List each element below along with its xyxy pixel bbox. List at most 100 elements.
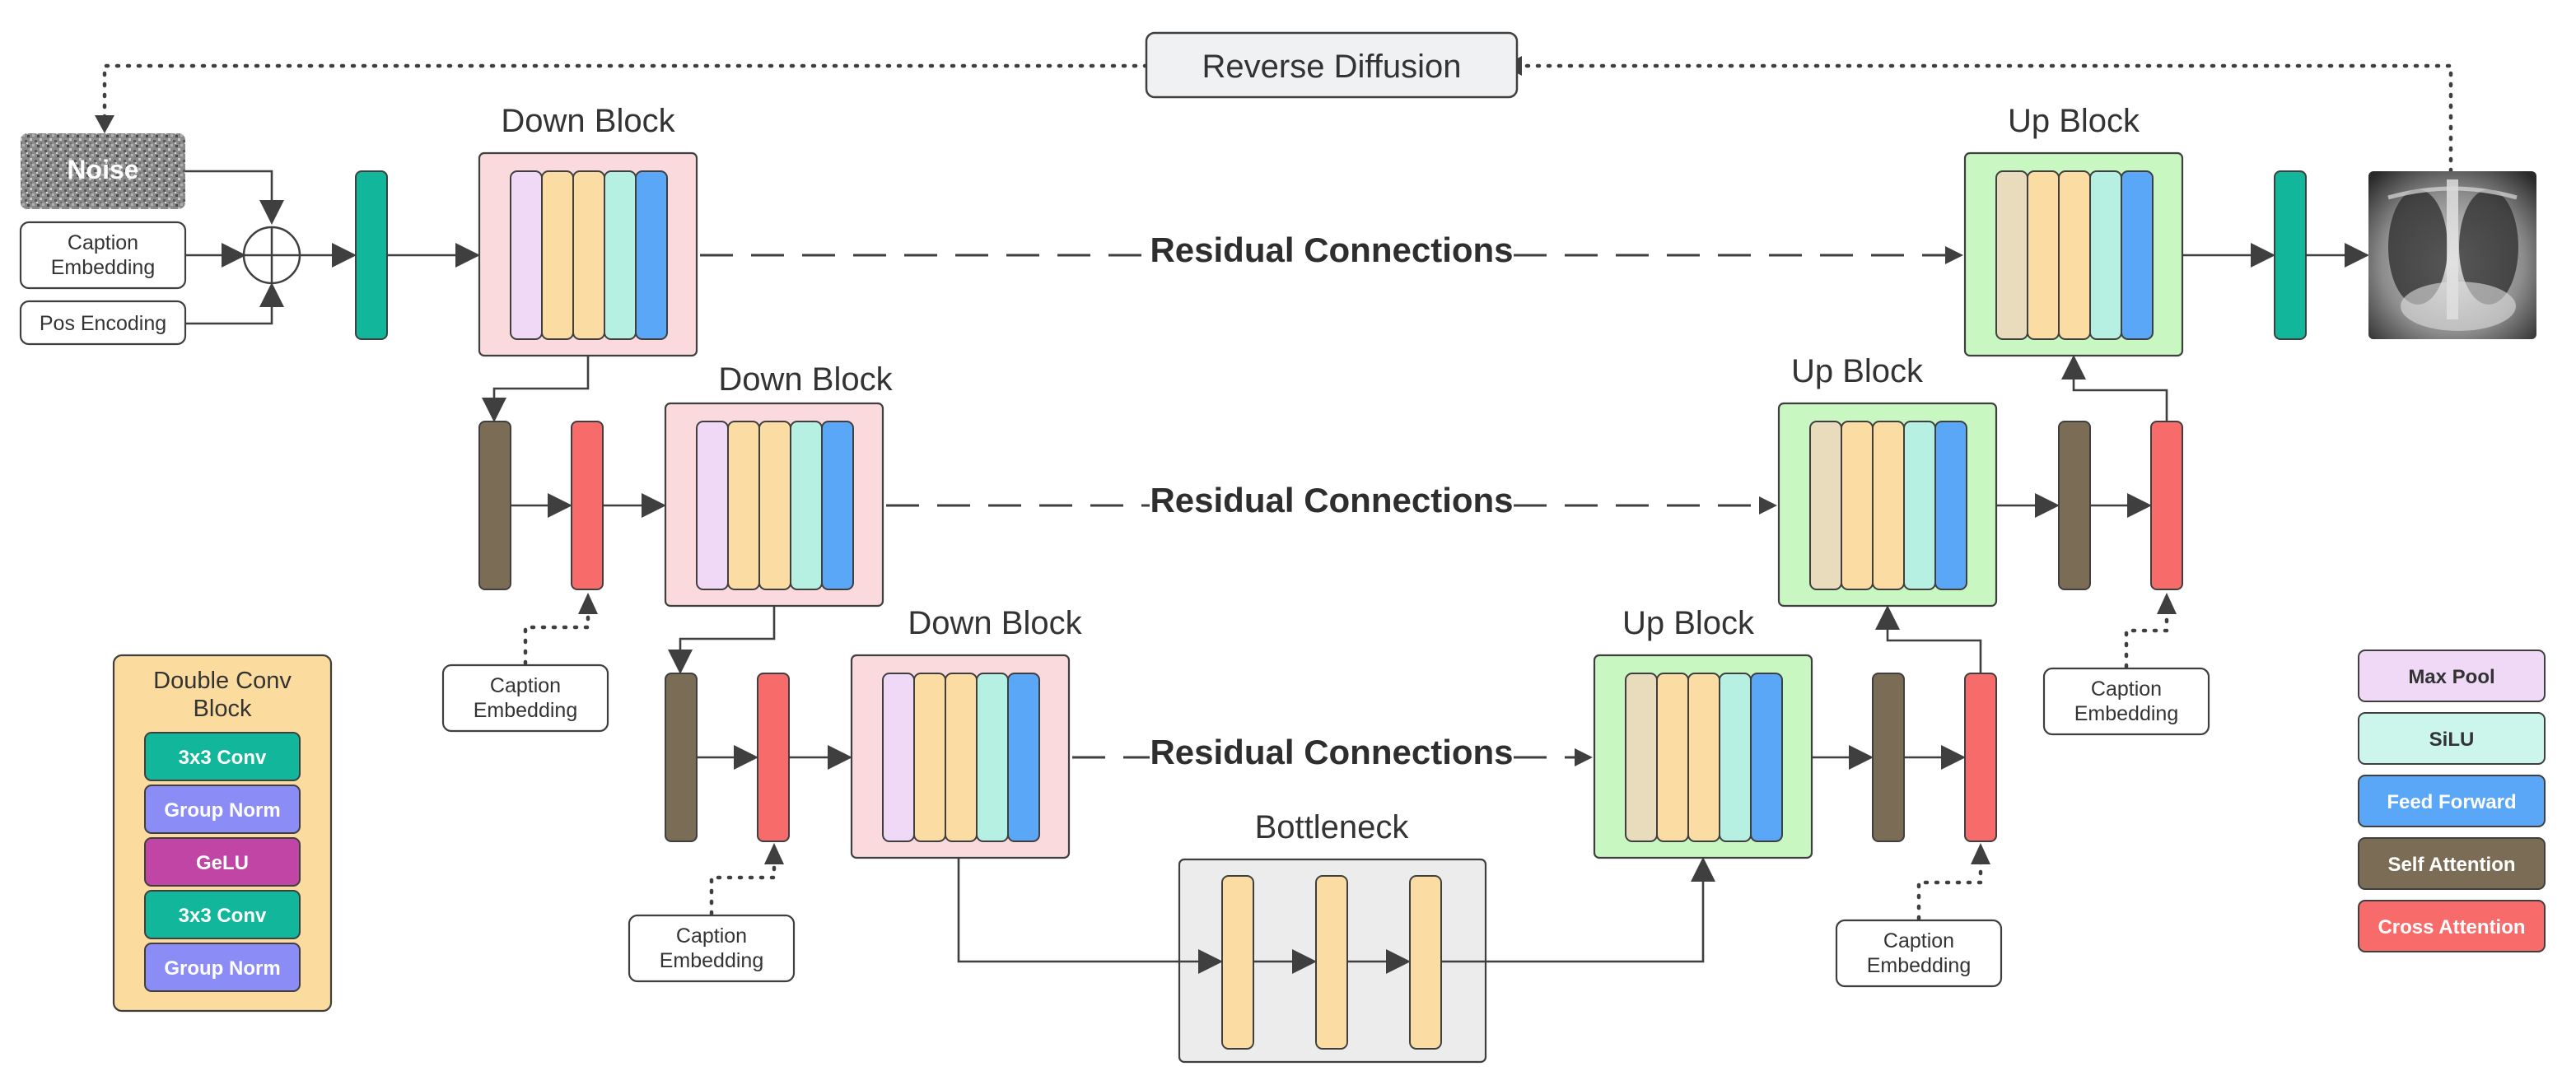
self-attention-layer — [2058, 421, 2091, 590]
double-conv-layer — [541, 170, 574, 340]
feed-forward-layer — [1934, 421, 1967, 590]
double-conv-layer — [1221, 875, 1254, 1050]
double-conv-layer — [2058, 170, 2091, 340]
output-path — [2182, 170, 2369, 340]
legend-label-silu: SiLU — [2429, 729, 2475, 751]
caption-embedding-box-1 — [441, 664, 609, 733]
double-conv-layer — [913, 673, 946, 842]
double-conv-group-norm-layer-2 — [144, 785, 301, 834]
down-block-2-title: Down Block — [718, 361, 893, 398]
double-conv-conv-layer-label-4: 3x3 Conv — [179, 905, 267, 927]
feed-forward-layer — [821, 421, 854, 590]
silu-layer — [790, 421, 823, 590]
feed-forward-layer — [635, 170, 668, 340]
down-path-level-3 — [665, 606, 852, 916]
legend-swatch-feed-forward — [2358, 775, 2546, 827]
up-block-2-layers — [1809, 421, 1967, 590]
chest-xray-output-image — [2368, 171, 2536, 339]
double-conv-conv-layer-label-1: 3x3 Conv — [179, 747, 267, 769]
legend-label-self-attention: Self Attention — [2387, 854, 2515, 876]
double-conv-layer — [1315, 875, 1348, 1050]
legend-label-cross-attention: Cross Attention — [2378, 916, 2525, 938]
double-conv-layer — [1872, 421, 1905, 590]
bottleneck-layers — [957, 857, 1715, 1050]
legend-label-max-pool: Max Pool — [2408, 666, 2494, 688]
down-block-1-layers — [510, 170, 668, 340]
legend-swatch-max-pool — [2358, 650, 2546, 702]
double-conv-conv-layer-4 — [144, 890, 301, 939]
reverse-diffusion-label: Reverse Diffusion — [1202, 49, 1462, 85]
cross-attention-layer — [571, 421, 604, 590]
double-conv-gelu-layer-3 — [144, 837, 301, 887]
output-conv-layer — [2274, 170, 2307, 340]
residual-connections-label-1: Residual Connections — [1150, 231, 1513, 269]
self-attention-layer — [1872, 673, 1905, 842]
caption-embedding-box-3 — [1835, 919, 2003, 988]
up-path-level-2 — [1996, 355, 2183, 669]
feed-forward-layer — [1750, 673, 1783, 842]
up-path-level-3 — [1812, 605, 1997, 921]
max-pool-layer — [882, 673, 915, 842]
bottleneck-title: Bottleneck — [1255, 809, 1410, 845]
double-conv-group-norm-layer-label-5: Group Norm — [164, 957, 280, 980]
double-conv-layer — [945, 673, 978, 842]
cross-attention-layer — [757, 673, 790, 842]
down-block-1-title: Down Block — [501, 103, 675, 139]
double-conv-layer — [1841, 421, 1874, 590]
self-attention-layer — [478, 421, 511, 590]
noise-image — [21, 133, 185, 209]
silu-layer — [2089, 170, 2122, 340]
double-conv-layer — [758, 421, 791, 590]
legend-swatch-silu — [2358, 712, 2546, 765]
double-conv-group-norm-layer-5 — [144, 943, 301, 992]
input-conv-layer — [355, 170, 388, 340]
add-operator-icon — [242, 226, 301, 285]
feed-forward-layer — [2121, 170, 2154, 340]
feed-forward-layer — [1007, 673, 1040, 842]
double-conv-layer — [1656, 673, 1689, 842]
up-block-3-layers — [1625, 673, 1783, 842]
pos-encoding-label: Pos Encoding — [40, 312, 166, 335]
silu-layer — [1719, 673, 1752, 842]
up-block-1-layers — [1995, 170, 2154, 340]
silu-layer — [1903, 421, 1936, 590]
noise-label: Noise — [67, 155, 138, 184]
double-conv-layer — [2027, 170, 2060, 340]
down-block-3-layers — [882, 673, 1040, 842]
upsample-layer — [1809, 421, 1842, 590]
residual-connection-2 — [886, 496, 1777, 515]
input-connectors — [185, 170, 357, 325]
cross-attention-layer — [1964, 673, 1997, 842]
legend-label-feed-forward: Feed Forward — [2387, 791, 2516, 813]
double-conv-conv-layer-1 — [144, 732, 301, 781]
residual-connections-label-2: Residual Connections — [1150, 481, 1513, 519]
up-block-3-title: Up Block — [1622, 605, 1755, 641]
caption-embedding-box-4 — [2042, 667, 2210, 736]
cross-attention-layer — [2150, 421, 2183, 590]
down-block-3-title: Down Block — [908, 605, 1082, 641]
upsample-layer — [1625, 673, 1658, 842]
caption-embedding-box-2 — [628, 914, 796, 983]
max-pool-layer — [696, 421, 729, 590]
self-attention-layer — [665, 673, 698, 842]
double-conv-layer — [1687, 673, 1720, 842]
down-block-2-layers — [696, 421, 854, 590]
up-block-1-title: Up Block — [2008, 103, 2140, 139]
double-conv-layer — [572, 170, 605, 340]
max-pool-layer — [510, 170, 543, 340]
double-conv-gelu-layer-label-3: GeLU — [196, 852, 249, 874]
double-conv-layer — [727, 421, 760, 590]
up-block-2-title: Up Block — [1791, 353, 1924, 389]
residual-connections-label-3: Residual Connections — [1150, 733, 1513, 771]
silu-layer — [976, 673, 1009, 842]
residual-connection-1 — [700, 246, 1963, 264]
residual-connection-3 — [1072, 748, 1593, 766]
